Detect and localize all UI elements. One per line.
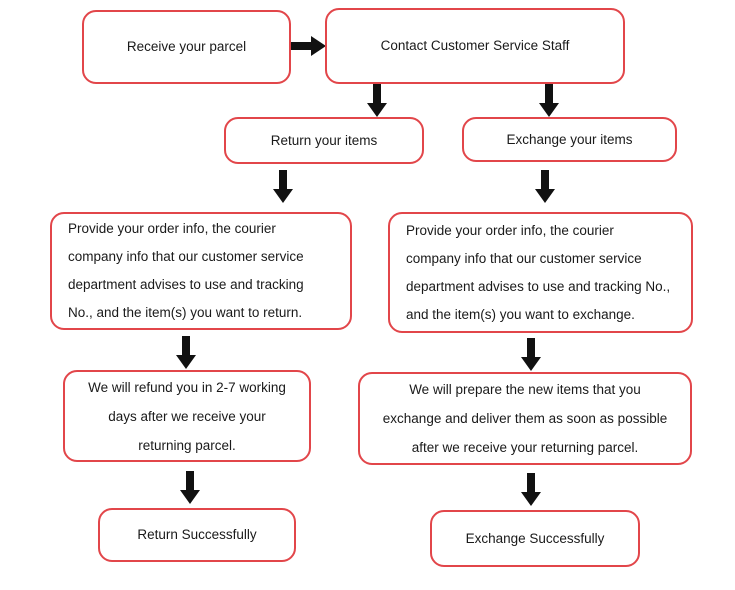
node-return-info-text: Provide your order info, the courier com… [68, 215, 342, 327]
arrow-exchange-result-to-exchange-success-icon [520, 473, 542, 507]
node-receive-your-parcel[interactable]: Receive your parcel [82, 10, 291, 84]
node-exchange-info[interactable]: Provide your order info, the courier com… [388, 212, 693, 333]
node-refund-result-line-1: We will refund you in 2-7 working [88, 379, 286, 395]
node-exchange-result-text: We will prepare the new items that you e… [368, 375, 682, 462]
node-exchange-your-items-label: Exchange your items [506, 131, 633, 147]
node-exchange-info-text: Provide your order info, the courier com… [406, 217, 683, 329]
node-return-info-line-4: No., and the item(s) you want to return. [68, 305, 303, 320]
node-refund-result-line-3: returning parcel. [138, 437, 236, 453]
node-exchange-your-items[interactable]: Exchange your items [462, 117, 677, 162]
node-refund-result-text: We will refund you in 2-7 working days a… [73, 373, 301, 460]
node-refund-result[interactable]: We will refund you in 2-7 working days a… [63, 370, 311, 462]
arrow-return-to-return-info-icon [272, 170, 294, 204]
node-return-info-line-2: company info that our customer service [68, 249, 304, 264]
node-return-info-line-3: department advises to use and tracking [68, 277, 304, 292]
arrow-contact-to-exchange-icon [538, 84, 560, 118]
node-exchange-result-line-3: after we receive your returning parcel. [411, 440, 639, 455]
arrow-refund-to-return-success-icon [179, 471, 201, 505]
node-exchange-info-line-3: department advises to use and tracking N… [406, 278, 671, 294]
arrow-receive-to-contact-icon [291, 34, 327, 58]
arrow-contact-to-return-icon [366, 84, 388, 118]
node-refund-result-line-2: days after we receive your [108, 408, 266, 424]
node-exchange-result[interactable]: We will prepare the new items that you e… [358, 372, 692, 465]
node-exchange-info-line-2: company info that our customer service [406, 250, 642, 266]
node-return-successfully-label: Return Successfully [137, 527, 257, 543]
arrow-exchange-info-to-exchange-result-icon [520, 338, 542, 372]
arrow-exchange-to-exchange-info-icon [534, 170, 556, 204]
node-return-successfully[interactable]: Return Successfully [98, 508, 296, 562]
node-exchange-info-line-4: and the item(s) you want to exchange. [406, 306, 635, 322]
node-exchange-result-line-1: We will prepare the new items that you [409, 382, 641, 397]
node-return-your-items-label: Return your items [270, 132, 378, 148]
node-return-your-items[interactable]: Return your items [224, 117, 424, 164]
node-exchange-result-line-2: exchange and deliver them as soon as pos… [382, 411, 668, 426]
node-return-info-line-1: Provide your order info, the courier [68, 221, 276, 236]
node-receive-your-parcel-label: Receive your parcel [126, 39, 247, 55]
node-return-info[interactable]: Provide your order info, the courier com… [50, 212, 352, 330]
node-exchange-info-line-1: Provide your order info, the courier [406, 222, 614, 238]
node-contact-customer-service-staff-label: Contact Customer Service Staff [380, 38, 570, 54]
node-contact-customer-service-staff[interactable]: Contact Customer Service Staff [325, 8, 625, 84]
node-exchange-successfully-label: Exchange Successfully [465, 530, 605, 546]
arrow-return-info-to-refund-icon [175, 336, 197, 370]
node-exchange-successfully[interactable]: Exchange Successfully [430, 510, 640, 567]
